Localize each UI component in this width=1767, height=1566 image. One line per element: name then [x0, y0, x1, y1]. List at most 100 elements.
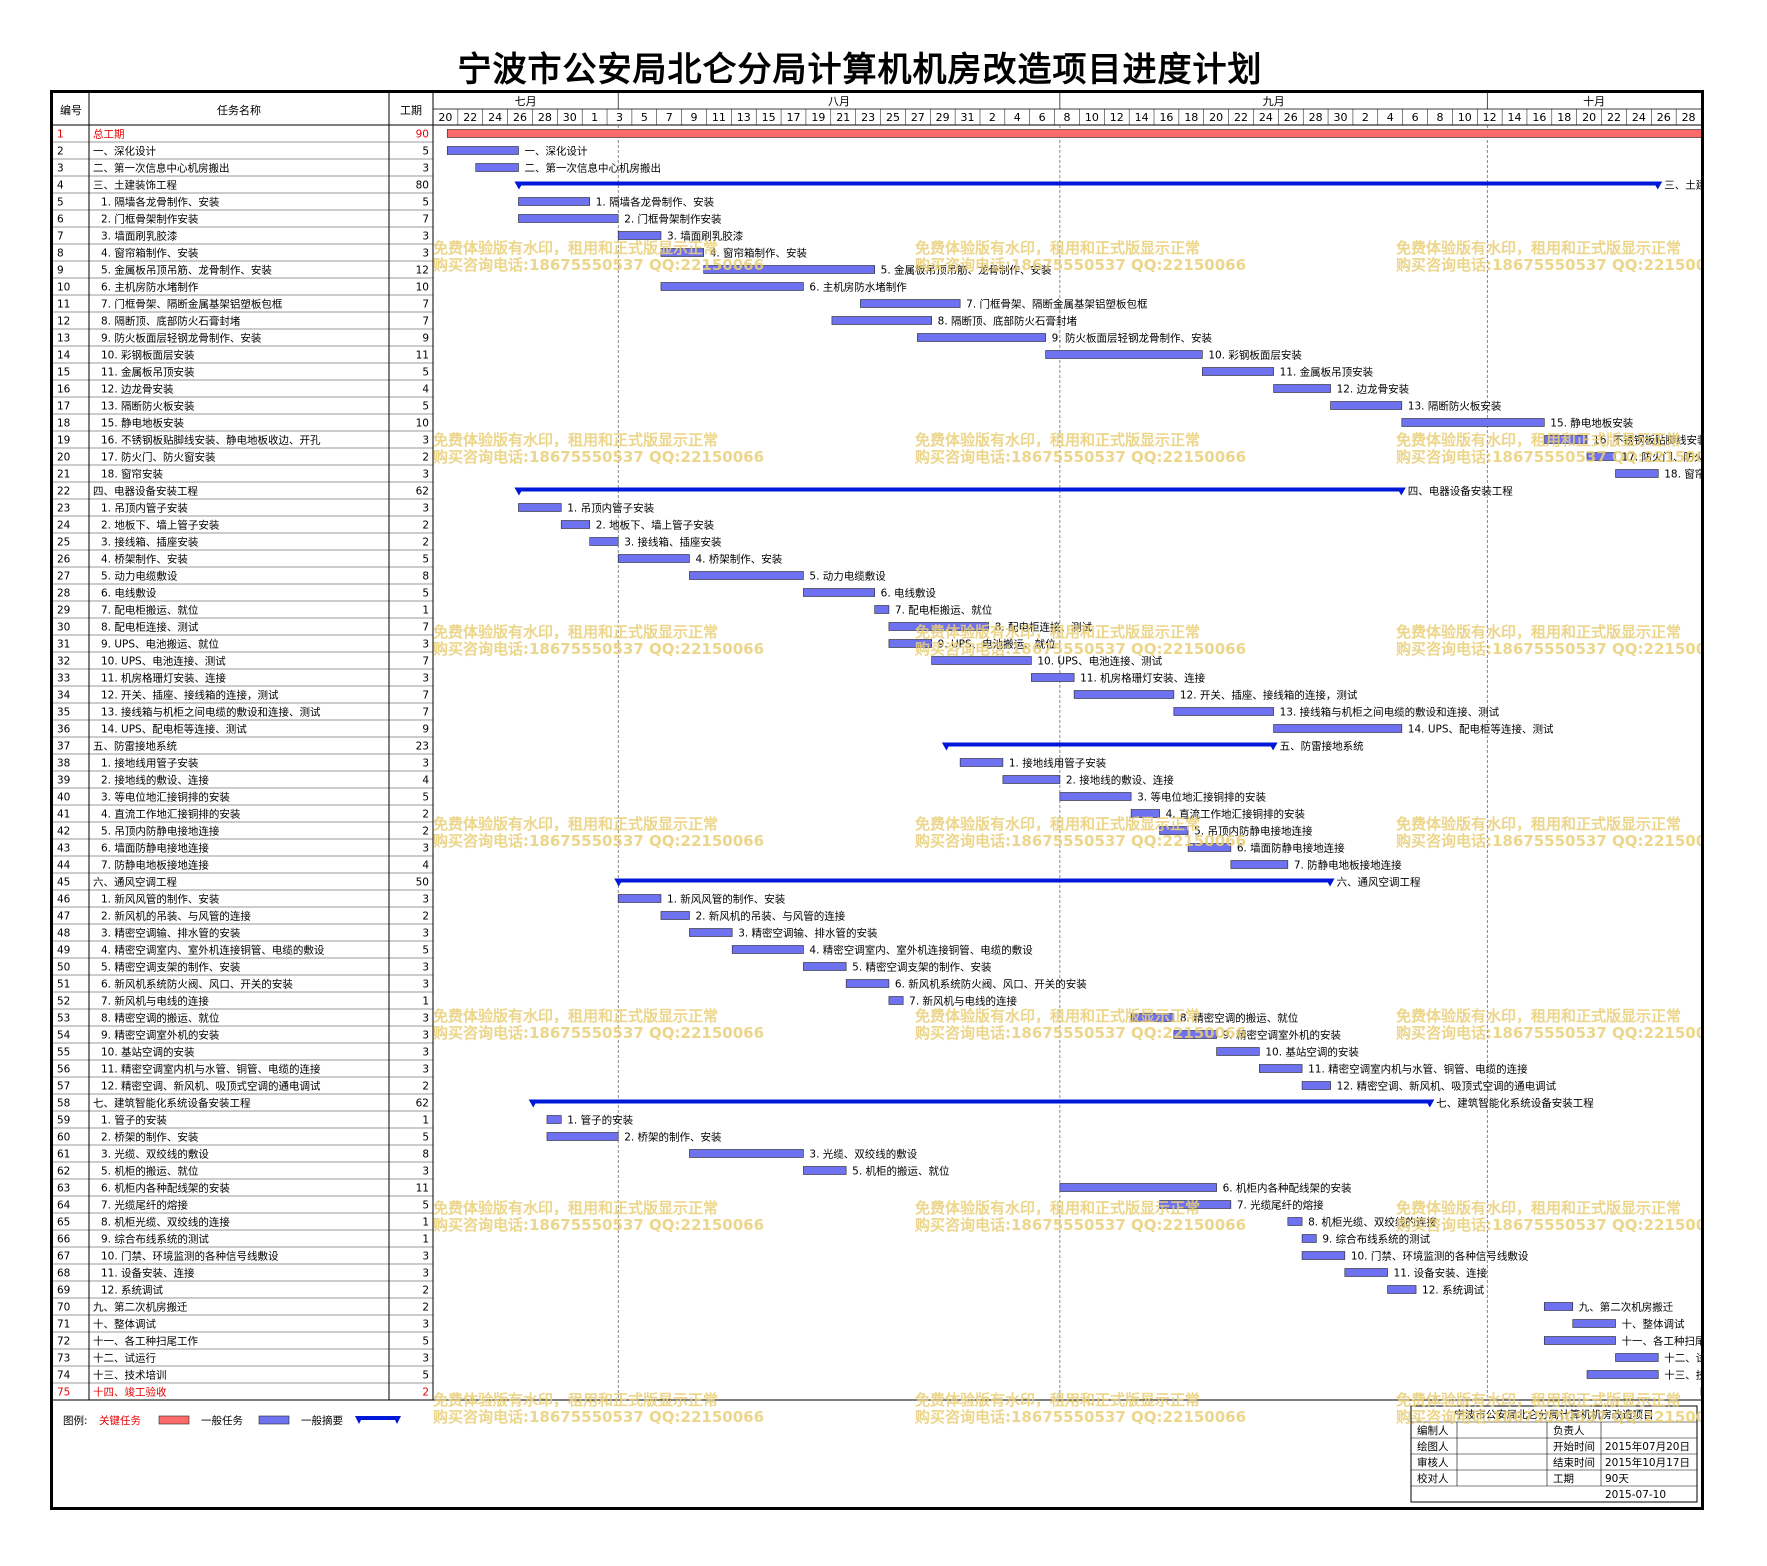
watermark-line1: 免费体验版有水印，租用和正式版显示正常	[1396, 1199, 1681, 1217]
task-duration: 10	[416, 418, 429, 430]
task-duration: 80	[416, 180, 429, 192]
task-id: 73	[57, 1353, 70, 1365]
task-id: 23	[57, 503, 70, 515]
watermark-line2: 购买咨询电话:18675550537 QQ:22150066	[433, 256, 764, 274]
task-name: 1. 接地线用管子安装	[101, 757, 199, 770]
summary-start-marker	[528, 1099, 538, 1108]
task-bar	[703, 265, 875, 274]
task-duration: 3	[422, 843, 429, 855]
day-tick-label: 15	[762, 111, 776, 124]
task-bar	[1059, 1183, 1217, 1192]
task-id: 15	[57, 367, 70, 379]
task-bar	[617, 231, 662, 240]
task-bar	[731, 945, 804, 954]
task-id: 30	[57, 622, 70, 634]
task-duration: 1	[422, 1234, 429, 1246]
task-id: 59	[57, 1115, 70, 1127]
task-id: 50	[57, 962, 70, 974]
task-id: 69	[57, 1285, 70, 1297]
task-name: 7. 配电柜搬运、就位	[101, 604, 199, 617]
bar-label: 15. 静电地板安装	[1550, 417, 1634, 430]
task-duration: 3	[422, 1268, 429, 1280]
task-id: 62	[57, 1166, 70, 1178]
info-label: 编制人	[1417, 1424, 1449, 1437]
task-name: 6. 新风机系统防火阀、风口、开关的安装	[101, 978, 293, 991]
task-bar	[1401, 418, 1545, 427]
task-id: 12	[57, 316, 70, 328]
task-id: 72	[57, 1336, 70, 1348]
watermark-line2: 购买咨询电话:18675550537 QQ:22150066	[1396, 1024, 1701, 1042]
bar-label: 五、防雷接地系统	[1280, 740, 1364, 753]
watermark-line2: 购买咨询电话:18675550537 QQ:22150066	[915, 640, 1246, 658]
task-bar	[1301, 1251, 1346, 1260]
day-tick-label: 22	[463, 111, 477, 124]
task-duration: 1	[422, 996, 429, 1008]
day-tick-label: 25	[886, 111, 900, 124]
task-name: 一、深化设计	[93, 145, 156, 158]
bar-label: 3. 光缆、双绞线的敷设	[809, 1148, 917, 1161]
task-duration: 5	[422, 197, 429, 209]
task-name: 9. 防火板面层轻钢龙骨制作、安装	[101, 332, 262, 345]
task-id: 7	[57, 231, 64, 243]
header-task-name: 任务名称	[217, 103, 261, 117]
bar-label: 3. 接线箱、插座安装	[624, 536, 722, 549]
summary-end-marker	[1268, 742, 1278, 751]
day-tick-label: 8	[1436, 111, 1443, 124]
info-key: 工期	[1553, 1473, 1574, 1485]
task-name: 10. 基站空调的安装	[101, 1046, 195, 1059]
watermark-line1: 免费体验版有水印，租用和正式版显示正常	[915, 1199, 1200, 1217]
task-id: 47	[57, 911, 70, 923]
day-tick-label: 6	[1412, 111, 1419, 124]
watermark-line2: 购买咨询电话:18675550537 QQ:22150066	[433, 832, 764, 850]
info-label: 校对人	[1417, 1472, 1449, 1485]
watermark-line1: 免费体验版有水印，租用和正式版显示正常	[433, 239, 718, 257]
task-name: 二、第一次信息中心机房搬出	[93, 162, 230, 175]
task-duration: 5	[422, 1336, 429, 1348]
task-name: 3. 墙面刷乳胶漆	[101, 230, 178, 243]
task-name: 6. 主机房防水堵制作	[101, 281, 199, 294]
task-name: 6. 机柜内各种配线架的安装	[101, 1182, 230, 1195]
task-id: 46	[57, 894, 71, 906]
task-id: 9	[57, 265, 64, 277]
day-tick-label: 14	[1508, 111, 1522, 124]
summary-end-marker	[1325, 878, 1335, 887]
task-duration: 3	[422, 503, 429, 515]
task-duration: 5	[422, 554, 429, 566]
task-bar	[689, 928, 733, 937]
task-id: 66	[57, 1234, 71, 1246]
task-name: 8. 机柜光缆、双绞线的连接	[101, 1216, 230, 1229]
day-tick-label: 28	[1682, 111, 1696, 124]
task-name: 2. 新风机的吊装、与风管的连接	[101, 910, 251, 923]
task-name: 4. 桥架制作、安装	[101, 553, 188, 566]
info-project: 宁波市公安局北仑分局计算机机房改造项目	[1454, 1408, 1654, 1421]
task-duration: 90	[416, 129, 429, 141]
task-duration: 4	[422, 775, 429, 787]
task-duration: 3	[422, 231, 429, 243]
task-duration: 62	[416, 486, 429, 498]
day-tick-label: 30	[563, 111, 577, 124]
task-bar	[689, 1149, 804, 1158]
task-name: 三、土建装饰工程	[93, 179, 177, 192]
info-date: 2015-07-10	[1605, 1489, 1666, 1501]
task-bar	[1202, 367, 1274, 376]
bar-label: 4. 窗帘箱制作、安装	[710, 247, 808, 260]
day-tick-label: 20	[1582, 111, 1596, 124]
task-bar	[560, 520, 591, 529]
watermark-line2: 购买咨询电话:18675550537 QQ:22150066	[433, 1408, 764, 1426]
bar-label: 6. 新风机系统防火阀、风口、开关的安装	[895, 978, 1087, 991]
watermark-line2: 购买咨询电话:18675550537 QQ:22150066	[433, 1024, 764, 1042]
task-duration: 3	[422, 1047, 429, 1059]
task-name: 总工期	[93, 128, 125, 141]
summary-start-marker	[614, 878, 624, 887]
task-id: 43	[57, 843, 70, 855]
legend-critical-swatch	[158, 1415, 190, 1425]
task-name: 十三、技术培训	[93, 1369, 167, 1382]
task-duration: 5	[422, 1200, 429, 1212]
task-bar	[1301, 1234, 1317, 1243]
day-tick-label: 12	[1110, 111, 1124, 124]
task-name: 11. 机房格珊灯安装、连接	[101, 672, 227, 685]
day-tick-label: 21	[836, 111, 850, 124]
watermark-line2: 购买咨询电话:18675550537 QQ:22150066	[915, 1408, 1246, 1426]
watermark-line1: 免费体验版有水印，租用和正式版显示正常	[1396, 1391, 1681, 1409]
